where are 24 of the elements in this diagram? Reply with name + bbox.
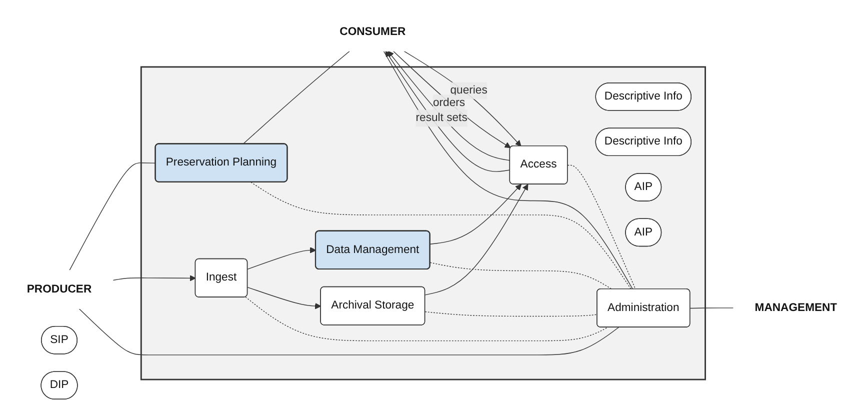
arrow [247, 286, 322, 310]
arrow [404, 50, 522, 146]
connector [245, 296, 608, 342]
cluster [140, 66, 706, 380]
connector [250, 182, 632, 290]
connector [78, 308, 619, 356]
connector [430, 262, 612, 290]
connector [69, 162, 156, 271]
node-text: MANAGEMENT [754, 302, 838, 314]
connector [567, 164, 636, 290]
arrow [112, 275, 196, 282]
node-text: PRODUCER [26, 283, 92, 296]
arrow [430, 184, 522, 244]
connector [690, 308, 734, 309]
edge-label: queries [450, 84, 488, 96]
edge-label: orders [432, 96, 466, 109]
connector [383, 50, 634, 290]
connector [242, 50, 350, 144]
arrow [392, 50, 511, 148]
connector [424, 311, 598, 317]
node-text: CONSUMER [340, 26, 406, 38]
arrow [424, 184, 528, 296]
edge-label: result sets [416, 112, 468, 124]
arrow [247, 247, 316, 270]
